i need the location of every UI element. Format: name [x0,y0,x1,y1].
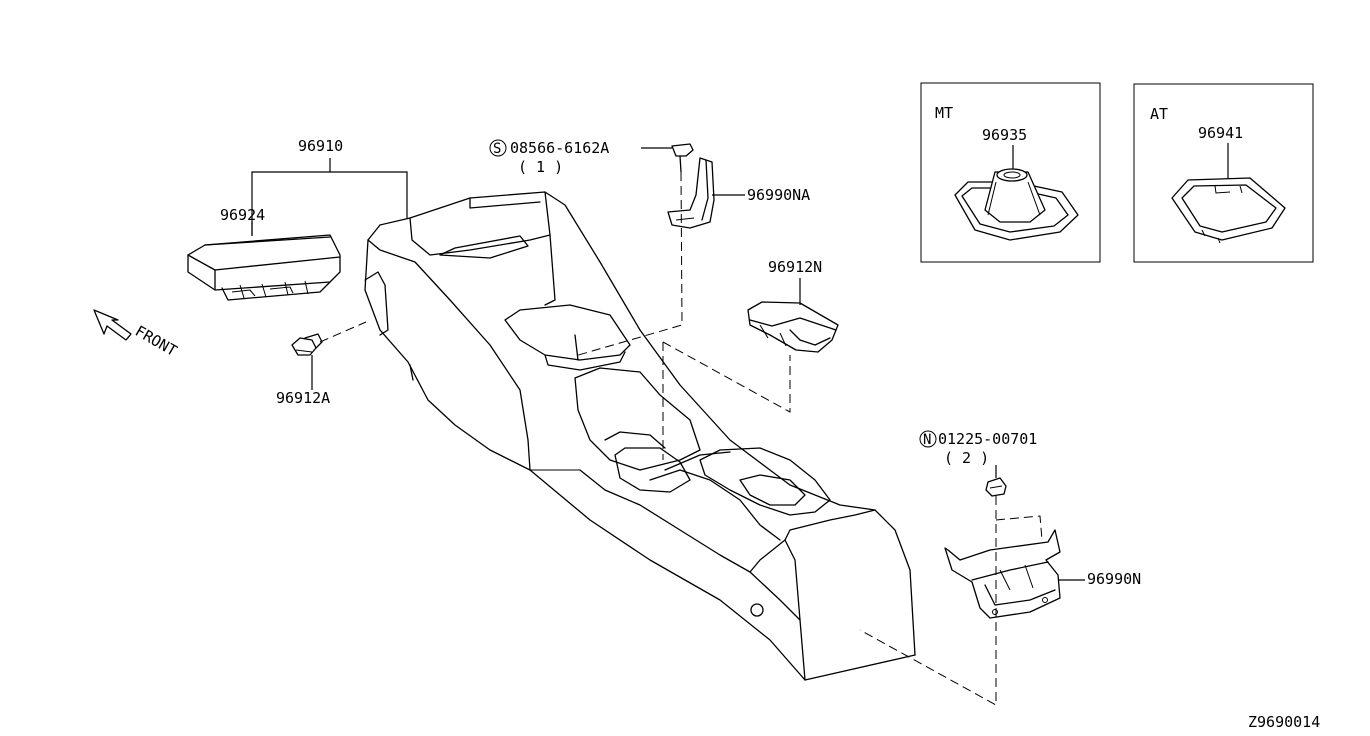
nut-01225-00701[interactable] [985,477,1007,497]
label-96912A: 96912A [276,389,330,407]
at-inset [1133,83,1314,263]
label-96990NA: 96990NA [747,186,810,204]
nut-symbol: N [923,432,931,448]
label-01225-00701: 01225-00701 [938,430,1037,448]
bracket-96990N[interactable] [944,529,1061,619]
label-96912N: 96912N [768,258,822,276]
label-96941: 96941 [1198,124,1243,142]
label-nut-qty: ( 2 ) [944,449,989,467]
cover-96912N[interactable] [747,301,839,353]
mt-title: MT [935,104,953,122]
label-96910: 96910 [298,137,343,155]
screw-symbol: S [493,141,501,157]
mt-inset [920,82,1101,263]
box-96924[interactable] [187,234,341,301]
label-screw-qty: ( 1 ) [518,158,563,176]
diagram-id: Z9690014 [1248,713,1320,731]
clip-96912A[interactable] [291,333,323,356]
leader-lines [251,143,1229,581]
label-96924: 96924 [220,206,265,224]
screw-symbol-circle [489,139,507,157]
label-front: FRONT [132,322,180,360]
label-96935: 96935 [982,126,1027,144]
assembly-lines [319,171,1043,706]
center-console[interactable] [364,191,916,681]
at-title: AT [1150,105,1168,123]
screw-08566-6162A[interactable] [671,143,694,173]
label-08566-6162A: 08566-6162A [510,139,609,157]
bracket-96990NA[interactable] [667,157,715,229]
label-96990N: 96990N [1087,570,1141,588]
front-arrow [93,309,132,341]
nut-symbol-circle [919,430,937,448]
